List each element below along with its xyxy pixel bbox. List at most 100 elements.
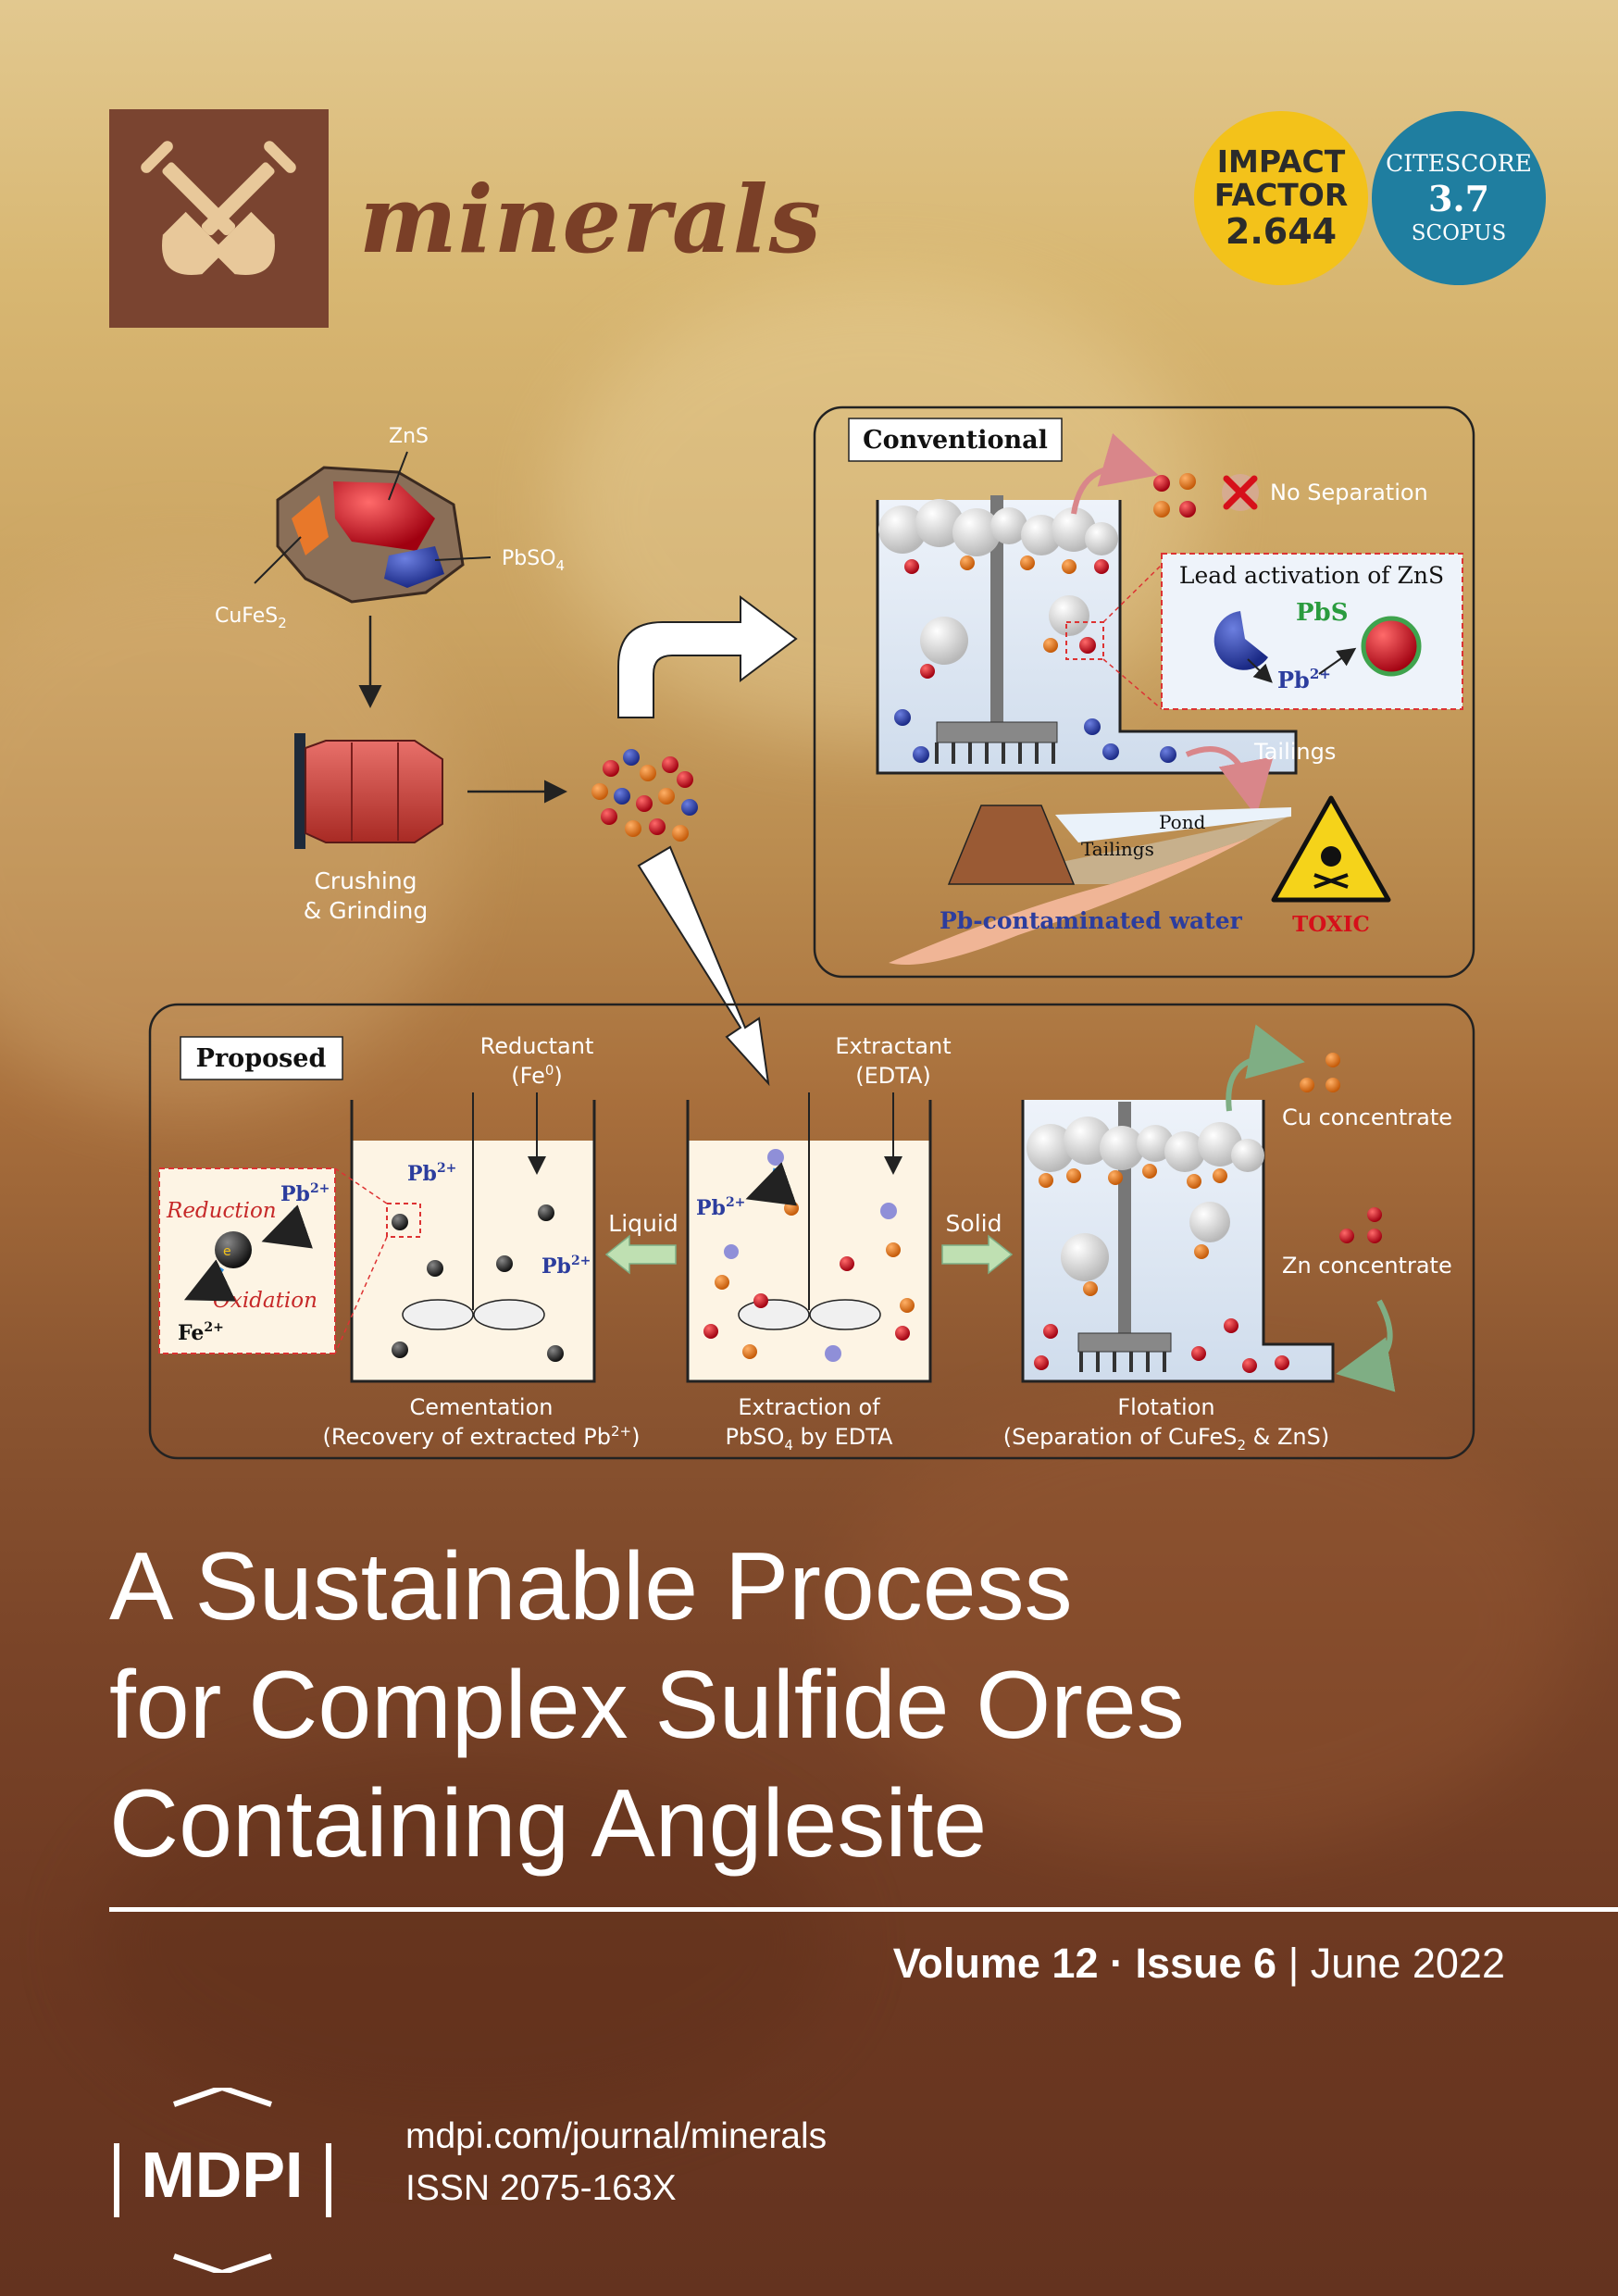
- proposed-panel: [148, 1003, 1475, 1460]
- to-conventional-arrow: [617, 595, 798, 718]
- background-texture: [93, 1759, 833, 2129]
- extractant-label: Extractant: [835, 1033, 951, 1059]
- citescore-label: CITESCORE: [1386, 150, 1532, 177]
- extraction-pb2-label: Pb2+: [696, 1195, 745, 1220]
- journal-logo: [109, 109, 329, 328]
- oxidation-label: Oxidation: [213, 1289, 317, 1313]
- pbs-coated-particle-icon: [1361, 616, 1422, 677]
- conventional-flotation-tank: [876, 495, 1298, 775]
- issn: ISSN 2075-163X: [405, 2168, 677, 2208]
- zn-concentrate-particles: [1339, 1207, 1382, 1243]
- issue-info: Volume 12 · Issue 6 | June 2022: [893, 1940, 1505, 1988]
- ore-rock: [254, 451, 492, 604]
- fe2-label: Fe2+: [178, 1320, 224, 1345]
- zns-particle-icon: [1214, 611, 1268, 670]
- separator: ·: [1098, 1940, 1136, 1987]
- cementation-pb2-label-1: Pb2+: [407, 1161, 456, 1186]
- impact-factor-label-line1: IMPACT: [1216, 144, 1346, 180]
- issue-date: June 2022: [1310, 1940, 1505, 1987]
- cufes2-label: CuFeS2: [215, 605, 287, 631]
- journal-url[interactable]: mdpi.com/journal/minerals: [405, 2116, 828, 2156]
- extraction-tank: [686, 1092, 932, 1383]
- to-proposed-arrow: [637, 845, 770, 1087]
- zns-grain: [333, 481, 435, 551]
- extraction-label-line2: PbSO4 by EDTA: [726, 1424, 894, 1454]
- pbso4-grain: [384, 546, 444, 588]
- crushing-label-line1: Crushing: [314, 867, 417, 894]
- zn-concentrate-label: Zn concentrate: [1282, 1253, 1452, 1279]
- cu-overflow-arrow: [1226, 1024, 1305, 1112]
- graphical-abstract: ZnS PbSO4 CuFeS2 Crushing & Grinding: [148, 406, 1475, 1460]
- background-texture: [833, 1389, 1574, 1852]
- extractant-formula: (EDTA): [855, 1063, 931, 1089]
- pbs-label: PbS: [1296, 599, 1349, 627]
- pbso4-label: PbSO4: [502, 547, 565, 574]
- solid-label: Solid: [946, 1210, 1002, 1237]
- volume: Volume 12: [892, 1940, 1099, 1987]
- tailings-dam-label: Tailings: [1081, 838, 1154, 860]
- separator: |: [1276, 1940, 1311, 1987]
- overflow-arrow: [1071, 432, 1159, 515]
- tailings-pond: [889, 805, 1291, 965]
- reductant-formula: (Fe0): [511, 1062, 563, 1089]
- cu-concentrate-label: Cu concentrate: [1282, 1104, 1452, 1130]
- proposed-title: Proposed: [196, 1044, 327, 1073]
- cu-concentrate-particles: [1300, 1053, 1340, 1092]
- crushing-label-line2: & Grinding: [304, 897, 428, 924]
- inset-pb2-label: Pb2+: [280, 1181, 330, 1206]
- flotation-label-line2: (Separation of CuFeS2 & ZnS): [1003, 1424, 1329, 1454]
- title-line: A Sustainable Process: [109, 1533, 1073, 1641]
- mixed-concentrate: [1153, 473, 1196, 518]
- mdpi-logo-text: MDPI: [142, 2139, 304, 2211]
- citescore-badge: CITESCORE 3.7 SCOPUS: [1372, 111, 1546, 285]
- title-line: Containing Anglesite: [109, 1770, 988, 1878]
- extraction-label-line1: Extraction of: [738, 1394, 880, 1420]
- no-separation-label: No Separation: [1270, 480, 1428, 505]
- crossed-shovels-icon: [141, 141, 296, 275]
- cementation-label-line1: Cementation: [410, 1394, 554, 1420]
- zn-tailings-arrow: [1336, 1299, 1396, 1392]
- article-title: A Sustainable Process for Complex Sulfid…: [109, 1528, 1553, 1883]
- no-separation-x-icon: [1222, 474, 1259, 511]
- pond-label: Pond: [1159, 811, 1206, 833]
- cementation-tank: [350, 1092, 596, 1383]
- proposed-label-box: [180, 1036, 343, 1080]
- toxic-warning-icon: [1271, 795, 1391, 903]
- impact-factor-label-line2: FACTOR: [1214, 177, 1349, 213]
- lead-activation-title: Lead activation of ZnS: [1179, 562, 1444, 589]
- divider: [109, 1907, 1618, 1912]
- mdpi-logo: MDPI: [114, 2088, 331, 2273]
- impact-factor-badge: IMPACT FACTOR 2.644: [1194, 111, 1368, 285]
- liquid-label: Liquid: [608, 1210, 678, 1237]
- issue-number: Issue 6: [1135, 1940, 1277, 1987]
- reduction-label: Reduction: [166, 1199, 277, 1223]
- citescore-source: SCOPUS: [1411, 221, 1507, 245]
- contaminated-water-label: Pb-contaminated water: [940, 907, 1243, 934]
- zoom-box: [1065, 621, 1104, 660]
- journal-name: minerals: [359, 165, 822, 274]
- ground-particles: [591, 749, 698, 842]
- conventional-title: Conventional: [863, 426, 1048, 455]
- toxic-label: TOXIC: [1292, 912, 1370, 937]
- tailings-arrow-label: Tailings: [1253, 739, 1336, 765]
- proposed-flotation-tank: [1021, 1100, 1335, 1383]
- zns-label: ZnS: [389, 425, 429, 448]
- reductant-label: Reductant: [480, 1033, 594, 1059]
- flotation-label-line1: Flotation: [1117, 1394, 1214, 1420]
- cementation-pb2-label-2: Pb2+: [541, 1254, 591, 1279]
- publisher-info: mdpi.com/journal/minerals ISSN 2075-163X: [405, 2111, 827, 2215]
- citescore-value: 3.7: [1427, 178, 1490, 219]
- cementation-label-line2: (Recovery of extracted Pb2+): [322, 1423, 640, 1450]
- title-line: for Complex Sulfide Ores: [109, 1652, 1185, 1759]
- electron-label: e: [223, 1244, 231, 1259]
- tailings-arrow: [1185, 746, 1274, 817]
- iron-particle-icon: [215, 1231, 252, 1268]
- conventional-label-box: [848, 418, 1063, 462]
- liquid-arrow: [604, 1234, 677, 1275]
- impact-factor-value: 2.644: [1225, 211, 1338, 252]
- cufes2-grain: [292, 495, 329, 555]
- solid-arrow: [941, 1234, 1014, 1275]
- conventional-panel: [813, 406, 1475, 979]
- crusher: [294, 733, 443, 849]
